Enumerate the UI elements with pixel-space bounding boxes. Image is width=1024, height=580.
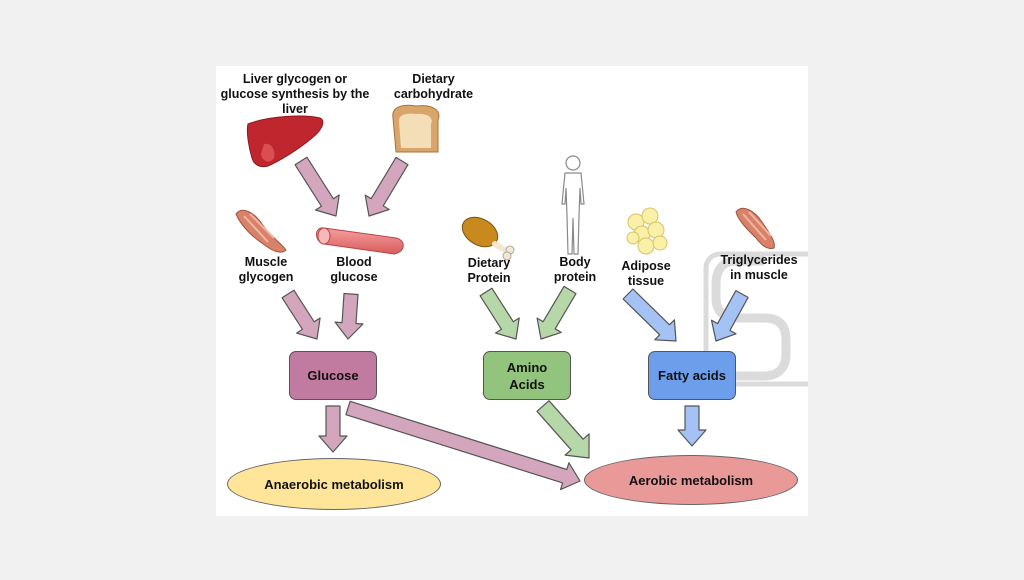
arrows <box>281 156 749 491</box>
liver-icon <box>246 115 324 168</box>
label-dietary-carbohydrate: Dietary carbohydrate <box>393 72 474 101</box>
anaerobic-label: Anaerobic metabolism <box>264 476 404 492</box>
glucose-label: Glucose <box>307 368 359 383</box>
fat-cells-icon <box>626 207 668 255</box>
label-adipose-tissue: Adipose tissue <box>621 259 671 288</box>
label-triglycerides-muscle: Triglycerides in muscle <box>720 253 798 282</box>
arrow-carb-to-blood <box>364 156 409 217</box>
arrow-liver-to-blood <box>294 156 340 217</box>
arrow-blood-to-glucose <box>334 292 364 340</box>
drumstick-icon <box>461 216 515 261</box>
glucose-box: Glucose <box>289 351 377 400</box>
arrow-glucose-to-anaerobic <box>318 405 348 453</box>
label-liver: Liver glycogen or glucose synthesis by t… <box>220 72 370 116</box>
watermark-logo <box>703 251 808 387</box>
arrow-dietprot-to-amino <box>479 287 520 340</box>
arrow-muscle-to-glucose <box>281 289 321 340</box>
arrow-bodyprot-to-amino <box>536 285 577 340</box>
muscle-icon <box>235 209 287 253</box>
diagram-canvas: Liver glycogen or glucose synthesis by t… <box>216 66 808 516</box>
fatty-acids-box: Fatty acids <box>648 351 736 400</box>
aerobic-metabolism-ellipse: Aerobic metabolism <box>584 455 798 505</box>
arrow-glucose-to-aerobic <box>345 400 581 491</box>
arrow-adipose-to-fatty <box>622 288 677 342</box>
arrow-fatty-to-aerobic <box>677 405 707 447</box>
human-body-icon <box>561 155 585 255</box>
muscle-icon <box>735 207 775 249</box>
label-muscle-glycogen: Muscle glycogen <box>238 255 294 284</box>
fatty-acids-label: Fatty acids <box>658 368 726 383</box>
blood-vessel-icon <box>316 227 404 255</box>
label-body-protein: Body protein <box>553 255 597 284</box>
anaerobic-metabolism-ellipse: Anaerobic metabolism <box>227 458 441 510</box>
arrow-amino-to-aerobic <box>536 400 590 459</box>
arrow-triglyc-to-fatty <box>710 290 749 342</box>
aerobic-label: Aerobic metabolism <box>628 472 754 488</box>
bread-icon <box>392 104 440 153</box>
label-blood-glucose: Blood glucose <box>330 255 378 284</box>
amino-acids-label: Amino Acids <box>506 359 548 392</box>
label-dietary-protein: Dietary Protein <box>467 256 511 285</box>
amino-acids-box: Amino Acids <box>483 351 571 400</box>
diagram-graphics <box>235 104 808 491</box>
